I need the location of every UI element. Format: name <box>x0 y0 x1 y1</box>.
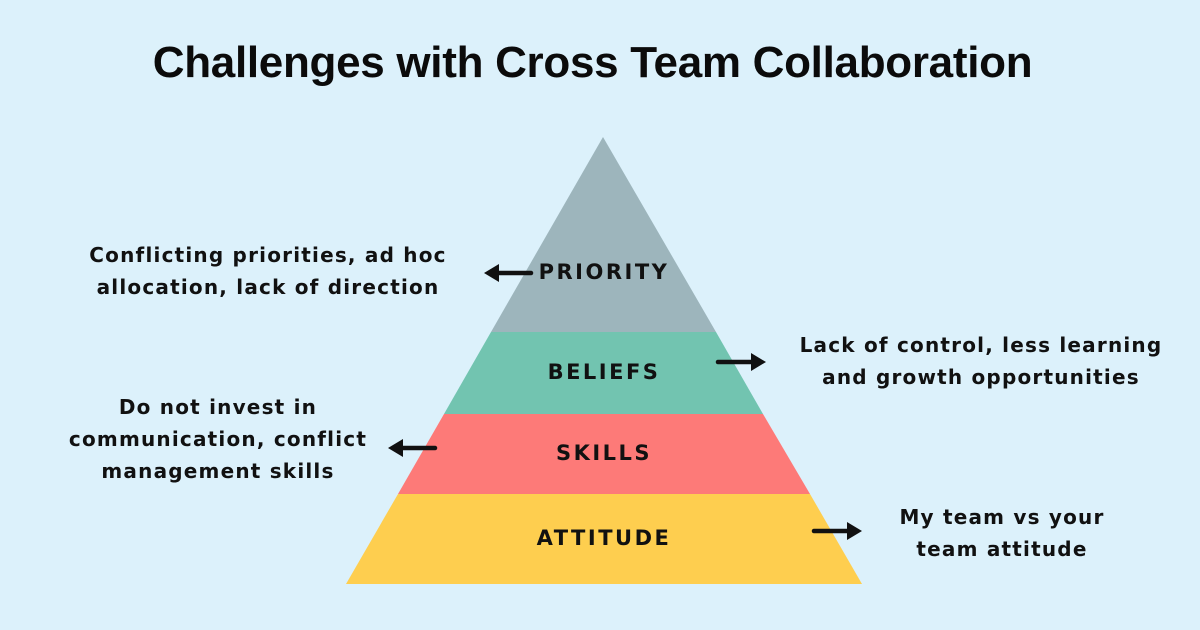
pyramid-layer-attitude <box>346 494 862 584</box>
attitude-description: My team vs your team attitude <box>887 501 1117 565</box>
arrow-right-icon <box>811 522 862 540</box>
layer-label-attitude: ATTITUDE <box>536 526 672 550</box>
description-line: Conflicting priorities, ad hoc <box>89 243 447 267</box>
description-line: Do not invest in <box>118 395 318 419</box>
description-line: My team vs your <box>899 505 1105 529</box>
skills-description: Do not invest in communication, conflict… <box>58 391 378 487</box>
description-line: and growth opportunities <box>822 365 1140 389</box>
page-title: Challenges with Cross Team Collaboration <box>152 38 1033 87</box>
priority-description: Conflicting priorities, ad hoc allocatio… <box>78 239 458 303</box>
description-line: management skills <box>101 459 335 483</box>
pyramid-layer-skills <box>398 414 810 494</box>
description-line: team attitude <box>916 537 1088 561</box>
pyramid-layer-beliefs <box>444 332 763 414</box>
arrow-left-icon <box>484 264 534 282</box>
layer-label-priority: PRIORITY <box>538 260 670 284</box>
arrow-right-icon <box>715 353 766 371</box>
description-line: communication, conflict <box>68 427 368 451</box>
beliefs-description: Lack of control, less learning and growt… <box>786 329 1176 393</box>
layer-label-skills: SKILLS <box>555 441 653 465</box>
pyramid-layer-priority <box>491 137 716 332</box>
arrow-left-icon <box>388 439 438 457</box>
description-line: allocation, lack of direction <box>96 275 440 299</box>
description-line: Lack of control, less learning <box>799 333 1163 357</box>
layer-label-beliefs: BELIEFS <box>547 360 661 384</box>
